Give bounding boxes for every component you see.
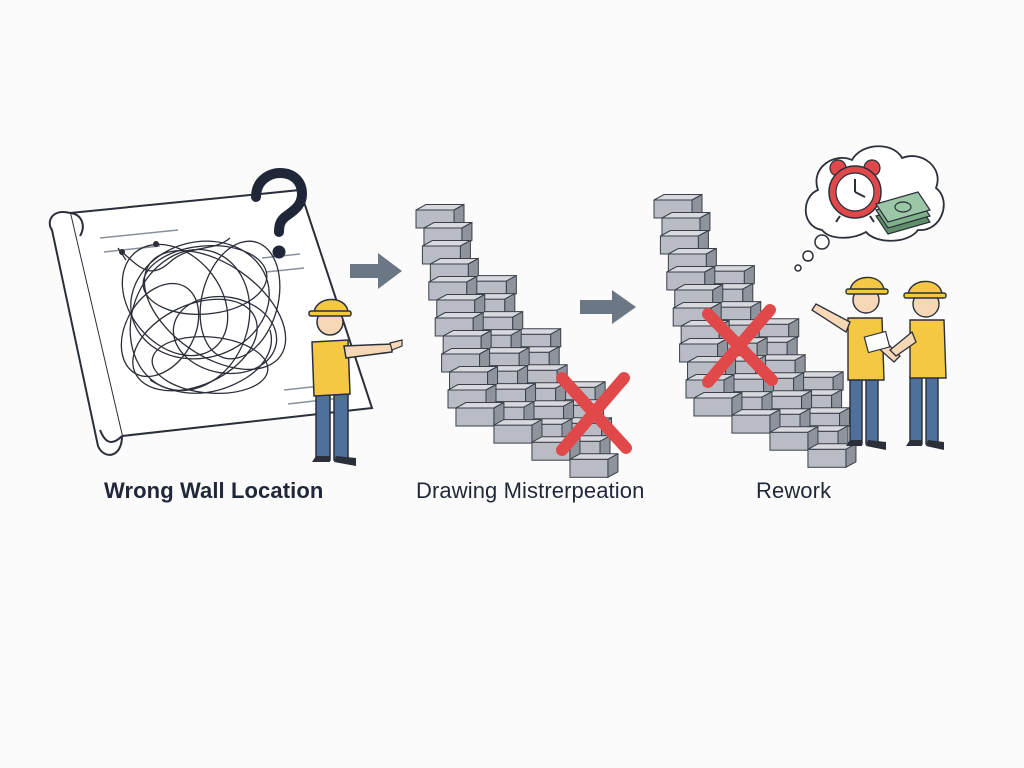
worker-holding-plan-icon — [889, 280, 947, 450]
worker-pointing-icon — [308, 298, 403, 466]
tangled-blueprint-icon — [48, 188, 374, 456]
brick — [769, 431, 809, 451]
step-label-rework: Rework — [756, 478, 832, 503]
brick — [607, 452, 619, 479]
brick — [455, 407, 495, 427]
brick — [731, 414, 771, 434]
arrow-right-icon — [580, 290, 636, 324]
red-cross-icon — [702, 304, 778, 388]
brick-wall-icon — [415, 203, 619, 479]
brick — [493, 424, 533, 444]
alarm-clock-icon — [828, 159, 882, 223]
arrow-right-icon — [350, 253, 402, 289]
red-cross-icon — [556, 372, 632, 456]
question-mark-icon — [251, 167, 308, 259]
step-label-wrong-wall-location: Wrong Wall Location — [104, 478, 324, 503]
money-stack-icon — [875, 191, 931, 235]
brick — [569, 458, 609, 478]
brick — [693, 397, 733, 417]
brick — [807, 448, 847, 468]
step-label-drawing-misinterpretation: Drawing Mistrerpeation — [416, 478, 645, 503]
